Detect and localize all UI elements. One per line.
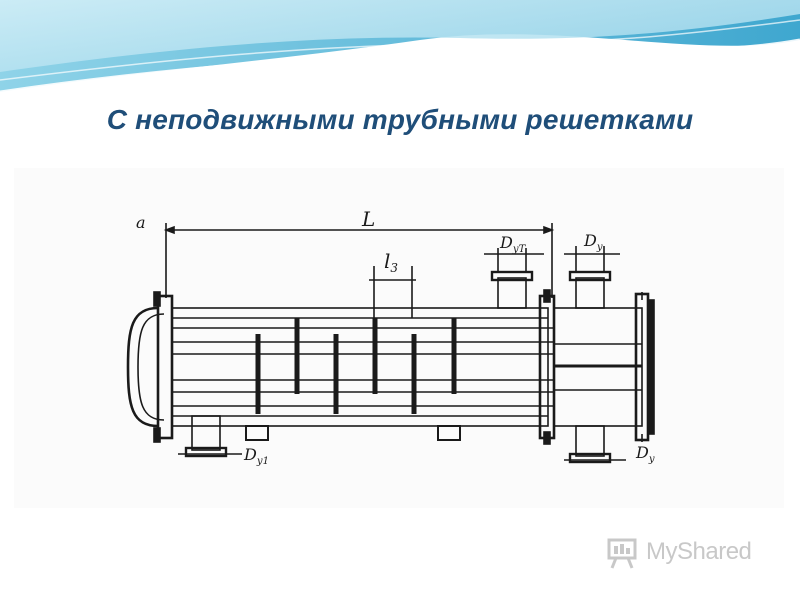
label-dy1-letter: D — [243, 445, 257, 464]
label-dy-shell-inlet: DуТ — [499, 233, 527, 255]
label-dy-tube-inlet-letter: D — [583, 231, 597, 250]
heat-exchanger-drawing: a L l3 DуТ Dу Dу Dу1 — [14, 168, 784, 508]
tube-outlet-nozzle — [575, 425, 605, 457]
tube-inlet-flange — [568, 270, 612, 282]
shell-body — [171, 307, 549, 427]
label-view-a: a — [136, 213, 146, 232]
dimension-arrow-right — [543, 225, 555, 235]
right-sheet-bolt-bottom — [543, 431, 551, 445]
baffles — [255, 318, 457, 414]
label-dy-tube-outlet-sub: у — [648, 454, 655, 465]
label-dy-tube-outlet: Dу — [635, 443, 655, 465]
saddle-support-left — [245, 425, 269, 441]
label-dy-shell-inlet-letter: D — [499, 233, 513, 252]
saddle-support-right — [437, 425, 461, 441]
tube-inlet-nozzle — [575, 277, 605, 309]
presentation-board-icon — [607, 538, 637, 569]
label-dy-tube-outlet-letter: D — [635, 443, 649, 462]
label-dy1-sub: у1 — [256, 456, 269, 467]
shell-outlet-nozzle — [191, 415, 221, 451]
drawing-canvas: a L l3 DуТ Dу Dу Dу1 — [126, 207, 655, 467]
dimension-arrow-left — [163, 225, 175, 235]
label-baffle-spacing-sub: 3 — [390, 261, 398, 275]
left-tube-sheet — [156, 294, 174, 440]
tube-outlet-flange — [568, 452, 612, 464]
watermark: MyShared — [606, 536, 776, 570]
label-length-L: L — [361, 207, 375, 231]
label-dy1-shell-outlet: Dу1 — [243, 445, 269, 467]
slide-title: С неподвижными трубными решетками — [106, 104, 694, 135]
left-head — [126, 306, 159, 428]
label-baffle-spacing: l3 — [384, 249, 398, 275]
shell-inlet-nozzle — [497, 277, 527, 309]
right-sheet-bolt-top — [543, 289, 551, 303]
shell-inlet-flange — [490, 270, 534, 282]
watermark-text: MyShared — [646, 538, 752, 565]
label-dy-shell-inlet-sub: уТ — [512, 244, 527, 255]
right-end-cover — [647, 299, 655, 435]
header-wave-decoration — [0, 0, 800, 94]
label-dy-tube-inlet-sub: у — [596, 242, 603, 253]
shell-outlet-flange — [184, 446, 228, 458]
left-flange-bolt-top — [153, 291, 161, 307]
tube-bundle — [172, 327, 642, 407]
label-dy-tube-inlet: Dу — [583, 231, 603, 253]
left-flange-bolt-bottom — [153, 427, 161, 443]
label-baffle-spacing-letter: l — [384, 249, 390, 273]
left-head-inner — [137, 313, 165, 421]
